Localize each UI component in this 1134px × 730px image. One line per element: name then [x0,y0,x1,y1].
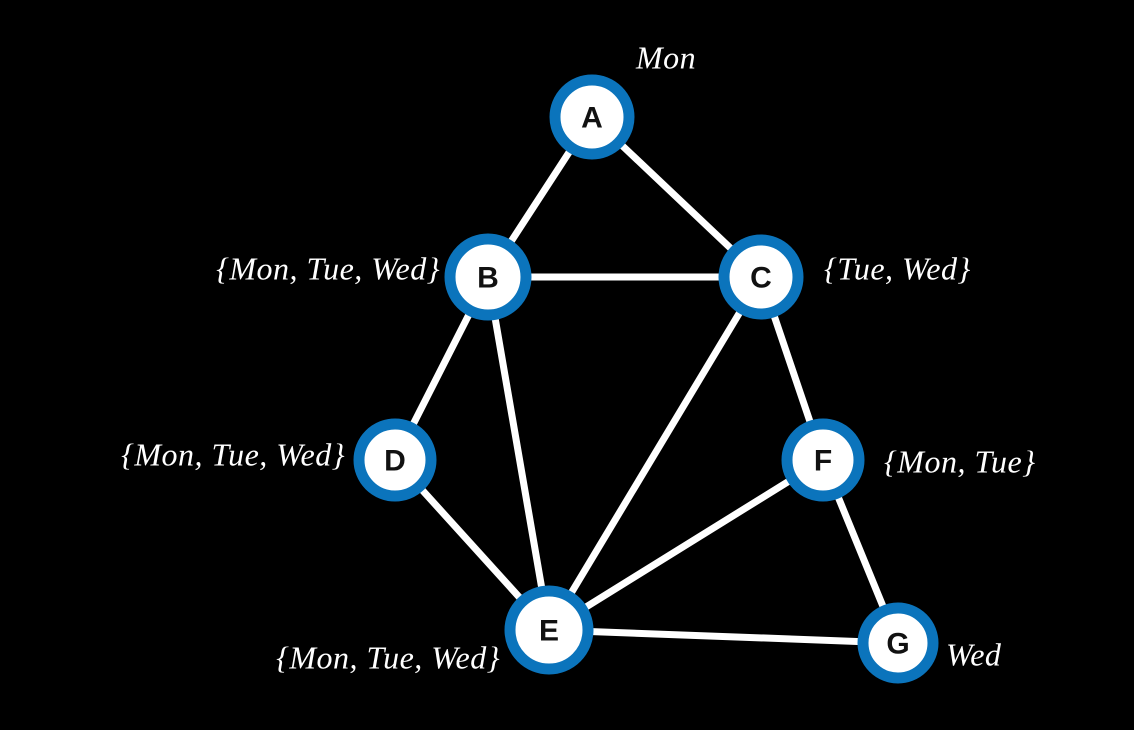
node-b[interactable]: B [444,233,532,321]
domain-label-c: {Tue, Wed} [824,250,971,287]
node-circle-a [549,74,635,160]
node-letter-a: A [581,102,603,135]
node-letter-e: E [539,615,559,648]
edge-layer [391,113,902,647]
domain-label-d: {Mon, Tue, Wed} [121,436,345,473]
node-c[interactable]: C [718,234,804,320]
node-circle-e [504,585,594,675]
edge-e-g [545,626,902,647]
node-layer: A B C D E F G [353,74,939,684]
node-circle-c [718,234,804,320]
node-circle-b [444,233,532,321]
edge-b-e [484,273,553,634]
node-a[interactable]: A [549,74,635,160]
node-circle-f [781,418,865,502]
node-circle-g [857,602,939,684]
node-g[interactable]: G [857,602,939,684]
node-letter-g: G [886,628,909,661]
domain-label-a: Mon [636,39,697,76]
node-letter-d: D [384,445,406,478]
edge-c-e [545,273,765,634]
node-letter-c: C [750,262,772,295]
domain-label-f: {Mon, Tue} [884,443,1036,480]
node-e[interactable]: E [504,585,594,675]
node-d[interactable]: D [353,418,437,502]
domain-label-g: Wed [946,636,1002,673]
node-letter-f: F [814,445,832,478]
node-circle-d [353,418,437,502]
domain-label-e: {Mon, Tue, Wed} [276,639,500,676]
node-letter-b: B [477,262,499,295]
edge-e-f [545,456,827,634]
domain-label-b: {Mon, Tue, Wed} [216,250,440,287]
node-f[interactable]: F [781,418,865,502]
